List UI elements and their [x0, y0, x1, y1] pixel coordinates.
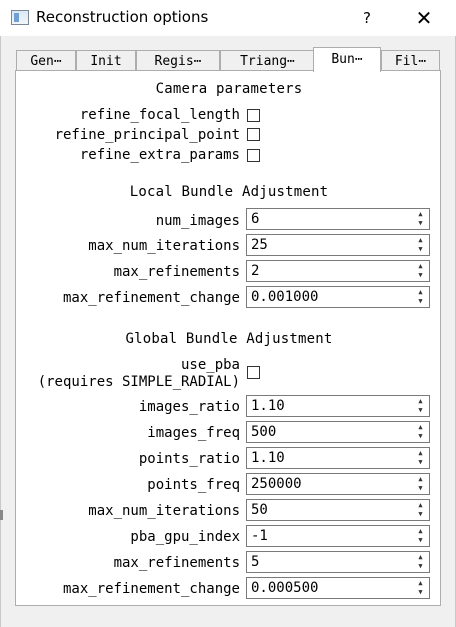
- spin-up-icon[interactable]: ▲: [418, 236, 423, 244]
- local-max-num-iterations-label: max_num_iterations: [88, 238, 240, 254]
- tab-triangulation[interactable]: Triang⋯: [220, 50, 315, 72]
- use-pba-requirement-label: (requires SIMPLE_RADIAL): [37, 374, 240, 390]
- spin-up-icon[interactable]: ▲: [418, 397, 423, 405]
- refine-focal-length-checkbox[interactable]: [247, 109, 260, 122]
- spin-up-icon[interactable]: ▲: [418, 475, 423, 483]
- spin-down-icon[interactable]: ▼: [418, 297, 423, 305]
- spinbox-value: 0.000500: [251, 580, 319, 596]
- spinbox-value: 500: [251, 424, 277, 440]
- spinbox-value: 50: [251, 502, 268, 518]
- close-button[interactable]: ✕: [415, 6, 433, 30]
- local-num-images-label: num_images: [155, 213, 240, 229]
- local-max-refinements-label: max_refinements: [113, 264, 240, 280]
- spin-down-icon[interactable]: ▼: [418, 536, 423, 544]
- refine-focal-length-label: refine_focal_length: [79, 107, 240, 123]
- refine-principal-point-label: refine_principal_point: [54, 127, 240, 143]
- refine-extra-params-label: refine_extra_params: [79, 147, 240, 163]
- global-max-num-iterations-spinbox[interactable]: 50 ▲▼: [246, 499, 430, 521]
- spinbox-value: 1.10: [251, 450, 285, 466]
- spin-up-icon[interactable]: ▲: [418, 288, 423, 296]
- spin-up-icon[interactable]: ▲: [418, 553, 423, 561]
- spin-down-icon[interactable]: ▼: [418, 271, 423, 279]
- spin-up-icon[interactable]: ▲: [418, 423, 423, 431]
- spinbox-value: 6: [251, 211, 260, 227]
- points-freq-spinbox[interactable]: 250000 ▲▼: [246, 473, 430, 495]
- spinbox-value: -1: [251, 528, 268, 544]
- local-num-images-spinbox[interactable]: 6 ▲▼: [246, 208, 430, 230]
- global-max-refinements-label: max_refinements: [113, 555, 240, 571]
- images-ratio-label: images_ratio: [138, 399, 240, 415]
- tab-bundle-adjustment[interactable]: Bun⋯: [313, 47, 381, 72]
- spin-down-icon[interactable]: ▼: [418, 245, 423, 253]
- images-ratio-spinbox[interactable]: 1.10 ▲▼: [246, 395, 430, 417]
- spin-up-icon[interactable]: ▲: [418, 501, 423, 509]
- spinbox-value: 0.001000: [251, 289, 319, 305]
- use-pba-checkbox[interactable]: [247, 366, 260, 379]
- spin-up-icon[interactable]: ▲: [418, 527, 423, 535]
- local-max-num-iterations-spinbox[interactable]: 25 ▲▼: [246, 234, 430, 256]
- spinbox-value: 2: [251, 263, 260, 279]
- spin-down-icon[interactable]: ▼: [418, 562, 423, 570]
- window-resize-edge: [0, 510, 3, 520]
- spin-down-icon[interactable]: ▼: [418, 219, 423, 227]
- pba-gpu-index-label: pba_gpu_index: [130, 529, 240, 545]
- local-max-refinements-spinbox[interactable]: 2 ▲▼: [246, 260, 430, 282]
- local-max-refinement-change-spinbox[interactable]: 0.001000 ▲▼: [246, 286, 430, 308]
- spin-down-icon[interactable]: ▼: [418, 484, 423, 492]
- spinbox-value: 25: [251, 237, 268, 253]
- help-button[interactable]: ?: [363, 9, 371, 27]
- images-freq-spinbox[interactable]: 500 ▲▼: [246, 421, 430, 443]
- global-bundle-adjustment-heading: Global Bundle Adjustment: [125, 331, 333, 347]
- tab-bar: Gen⋯ Init Regis⋯ Triang⋯ Bun⋯ Fil⋯: [16, 47, 440, 72]
- refine-extra-params-checkbox[interactable]: [247, 149, 260, 162]
- points-freq-label: points_freq: [147, 477, 240, 493]
- spinbox-value: 250000: [251, 476, 302, 492]
- refine-principal-point-checkbox[interactable]: [247, 128, 260, 141]
- app-window-icon: [11, 10, 29, 25]
- spin-down-icon[interactable]: ▼: [418, 432, 423, 440]
- global-max-refinements-spinbox[interactable]: 5 ▲▼: [246, 551, 430, 573]
- spin-down-icon[interactable]: ▼: [418, 588, 423, 596]
- tab-init[interactable]: Init: [76, 50, 136, 72]
- points-ratio-label: points_ratio: [138, 451, 240, 467]
- global-max-refinement-change-label: max_refinement_change: [62, 581, 240, 597]
- pba-gpu-index-spinbox[interactable]: -1 ▲▼: [246, 525, 430, 547]
- spin-down-icon[interactable]: ▼: [418, 458, 423, 466]
- global-max-num-iterations-label: max_num_iterations: [88, 503, 240, 519]
- spinbox-value: 5: [251, 554, 260, 570]
- spin-down-icon[interactable]: ▼: [418, 510, 423, 518]
- tab-general[interactable]: Gen⋯: [16, 50, 76, 72]
- images-freq-label: images_freq: [147, 425, 240, 441]
- title-bar: Reconstruction options ? ✕: [0, 0, 456, 36]
- spin-up-icon[interactable]: ▲: [418, 262, 423, 270]
- local-bundle-adjustment-heading: Local Bundle Adjustment: [129, 184, 329, 200]
- window-title: Reconstruction options: [36, 8, 209, 26]
- spin-up-icon[interactable]: ▲: [418, 210, 423, 218]
- use-pba-label: use_pba: [180, 357, 240, 373]
- camera-parameters-heading: Camera parameters: [155, 81, 303, 97]
- local-max-refinement-change-label: max_refinement_change: [62, 290, 240, 306]
- spin-up-icon[interactable]: ▲: [418, 449, 423, 457]
- bundle-adjustment-panel: Camera parameters refine_focal_length re…: [15, 70, 441, 606]
- spin-up-icon[interactable]: ▲: [418, 579, 423, 587]
- spin-down-icon[interactable]: ▼: [418, 406, 423, 414]
- spinbox-value: 1.10: [251, 398, 285, 414]
- tab-filter[interactable]: Fil⋯: [381, 50, 440, 72]
- tab-registration[interactable]: Regis⋯: [136, 50, 220, 72]
- global-max-refinement-change-spinbox[interactable]: 0.000500 ▲▼: [246, 577, 430, 599]
- points-ratio-spinbox[interactable]: 1.10 ▲▼: [246, 447, 430, 469]
